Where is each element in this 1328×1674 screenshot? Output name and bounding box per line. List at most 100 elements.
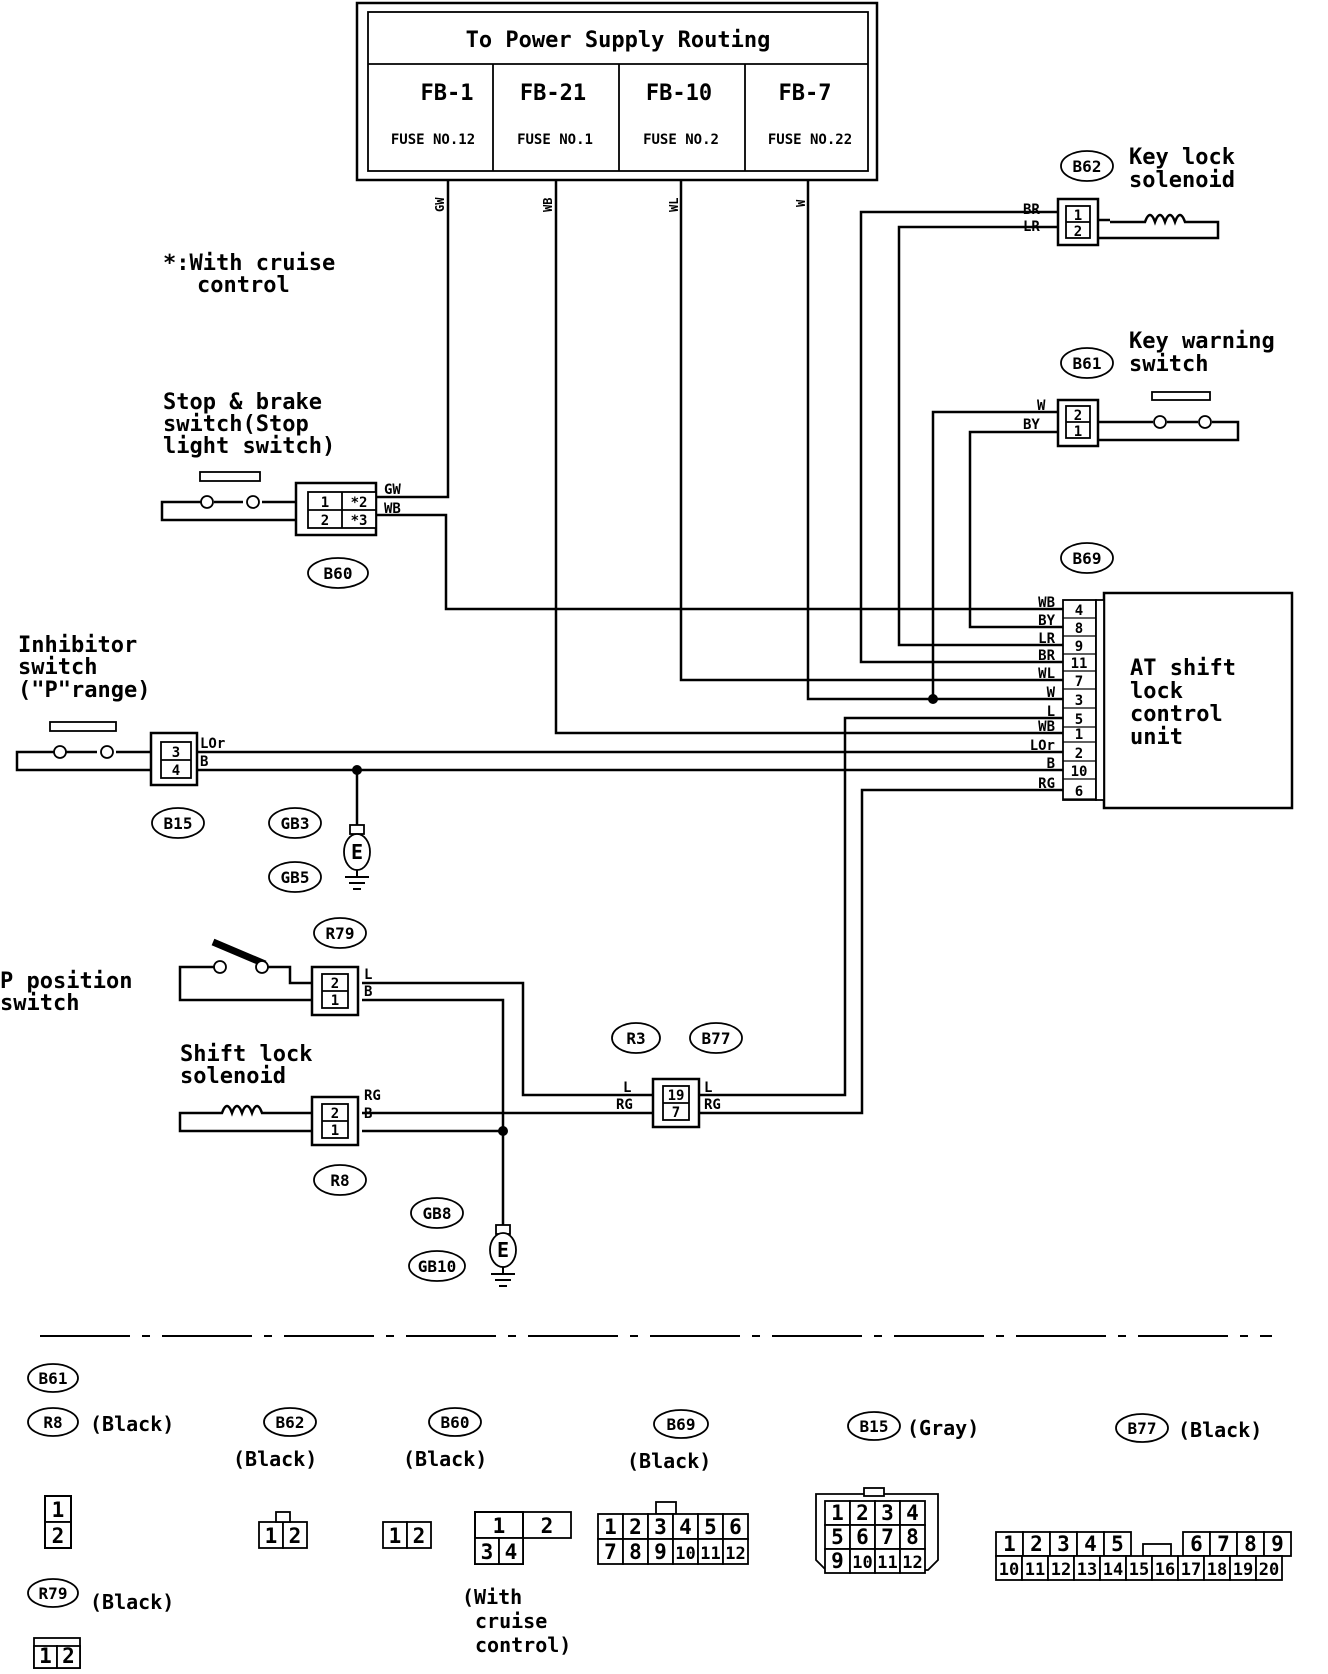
- wire-label-wb: WB: [541, 198, 555, 212]
- legend-pin-number: 4: [906, 1501, 919, 1525]
- ref-r8: [313, 1164, 367, 1196]
- fuse-block-2: FB-21: [520, 81, 586, 106]
- svg-text:2: 2: [321, 513, 329, 529]
- svg-text:WB: WB: [384, 501, 401, 517]
- svg-text:BR: BR: [1023, 202, 1040, 218]
- legend-pin-number: 7: [1217, 1532, 1230, 1556]
- inhibitor-switch: Inhibitor switch ("P"range) 3 4 LOr B B1…: [15, 633, 225, 839]
- legend-pin-number: 3: [1057, 1532, 1070, 1556]
- svg-text:*2: *2: [351, 495, 368, 511]
- svg-text:19: 19: [668, 1088, 685, 1104]
- fuse-block-4: FB-7: [779, 81, 832, 106]
- b69-pin-number: 9: [1075, 639, 1083, 655]
- legend-pin-number: 6: [729, 1515, 742, 1539]
- legend-pin-number: 18: [1207, 1560, 1227, 1580]
- svg-text:1: 1: [1074, 424, 1082, 440]
- wire-label-w: W: [794, 199, 808, 207]
- connector-legend: B61 R8 (Black) B62 (Black) B60 (Black) B…: [27, 1363, 1292, 1669]
- b69-wire-label: WB: [1038, 719, 1055, 735]
- switch-actuator-icon: [49, 721, 117, 732]
- svg-text:B: B: [364, 1106, 372, 1122]
- svg-text:1: 1: [331, 993, 339, 1009]
- svg-text:AT shift: AT shift: [1130, 656, 1236, 681]
- legend-pin-number: 17: [1181, 1560, 1201, 1580]
- legend-pin-number: 8: [1244, 1532, 1257, 1556]
- b69-pin-number: 3: [1075, 693, 1083, 709]
- solenoid-coil-icon: [1098, 213, 1220, 240]
- legend-pin-number: 3: [881, 1501, 894, 1525]
- b69-wire-label: B: [1047, 756, 1055, 772]
- legend-pin-number: 2: [541, 1514, 554, 1538]
- legend-pin-number: 2: [52, 1524, 65, 1548]
- legend-pin-number: 5: [1111, 1532, 1124, 1556]
- stop-brake-switch: Stop & brake switch(Stop light switch) 1…: [160, 390, 401, 589]
- joint-connector: R3 B77 19 7 L RG L RG: [611, 1022, 743, 1129]
- svg-text:Stop & brake: Stop & brake: [163, 390, 322, 415]
- legend-pin-number: 12: [725, 1544, 745, 1564]
- p-position-switch: R79 P position switch 2 1 L B: [0, 917, 372, 1017]
- svg-text:P position: P position: [0, 969, 132, 994]
- svg-text:E: E: [497, 1238, 509, 1262]
- legend-pin-number: 10: [852, 1553, 872, 1573]
- legend-pin-number: 16: [1155, 1560, 1175, 1580]
- legend-pin-number: 4: [505, 1540, 518, 1564]
- b69-wire-label: LR: [1038, 631, 1055, 647]
- solenoid-coil-icon: [178, 1104, 314, 1133]
- legend-ref-b60: [428, 1407, 482, 1437]
- switch-actuator-icon: [1151, 391, 1211, 401]
- svg-text:R8: R8: [43, 1413, 62, 1432]
- power-supply-box: To Power Supply Routing FB-1 FB-21 FB-10…: [355, 1, 879, 182]
- legend-pin-number: 13: [1077, 1560, 1097, 1580]
- svg-text:B77: B77: [702, 1029, 731, 1048]
- shift-lock-solenoid: Shift lock solenoid 2 1 RG B R8: [178, 1042, 381, 1196]
- svg-text:1: 1: [321, 495, 329, 511]
- legend-2pin-vertical: 12: [44, 1495, 72, 1549]
- legend-pin-number: 4: [1084, 1532, 1097, 1556]
- b69-connector-icon: [1062, 599, 1097, 801]
- svg-text:*3: *3: [351, 513, 368, 529]
- b69-wire-label: WB: [1038, 595, 1055, 611]
- svg-text:GB10: GB10: [418, 1257, 457, 1276]
- legend-pin-number: 11: [700, 1544, 720, 1564]
- svg-text:R8: R8: [330, 1171, 349, 1190]
- svg-text:GB5: GB5: [281, 868, 310, 887]
- svg-text:B: B: [200, 754, 208, 770]
- svg-text:B15: B15: [860, 1417, 889, 1436]
- splice-w: [928, 694, 938, 704]
- svg-text:L: L: [364, 967, 372, 983]
- legend-pin-number: 11: [877, 1553, 897, 1573]
- splice-b-2: [498, 1126, 508, 1136]
- svg-text:W: W: [1037, 398, 1046, 414]
- control-unit-box: [1102, 591, 1294, 810]
- legend-pin-number: 19: [1233, 1560, 1253, 1580]
- legend-pin-number: 6: [856, 1525, 869, 1549]
- svg-text:LR: LR: [1023, 219, 1040, 235]
- svg-text:switch: switch: [0, 991, 79, 1016]
- b69-wire-label: RG: [1038, 776, 1055, 792]
- legend-pin-number: 1: [604, 1515, 617, 1539]
- svg-text:(Black): (Black): [90, 1590, 174, 1614]
- svg-text:cruise: cruise: [475, 1609, 547, 1633]
- svg-text:(Black): (Black): [1178, 1418, 1262, 1442]
- svg-text:GW: GW: [384, 482, 401, 498]
- svg-text:Key warning: Key warning: [1129, 329, 1275, 354]
- power-supply-title: To Power Supply Routing: [466, 28, 771, 53]
- svg-text:B62: B62: [276, 1413, 305, 1432]
- svg-text:2: 2: [331, 1106, 339, 1122]
- svg-text:unit: unit: [1130, 725, 1183, 750]
- ref-r79: [313, 917, 367, 949]
- svg-text:B61: B61: [39, 1369, 68, 1388]
- b69-wire-label: W: [1047, 685, 1056, 701]
- svg-text:lock: lock: [1130, 679, 1183, 704]
- svg-text:B61: B61: [1073, 354, 1102, 373]
- ref-b61: [1060, 347, 1114, 379]
- svg-text:(Gray): (Gray): [907, 1416, 979, 1440]
- svg-text:2: 2: [1074, 408, 1082, 424]
- svg-text:B69: B69: [1073, 549, 1102, 568]
- ref-b77: [689, 1022, 743, 1054]
- svg-text:solenoid: solenoid: [1129, 168, 1235, 193]
